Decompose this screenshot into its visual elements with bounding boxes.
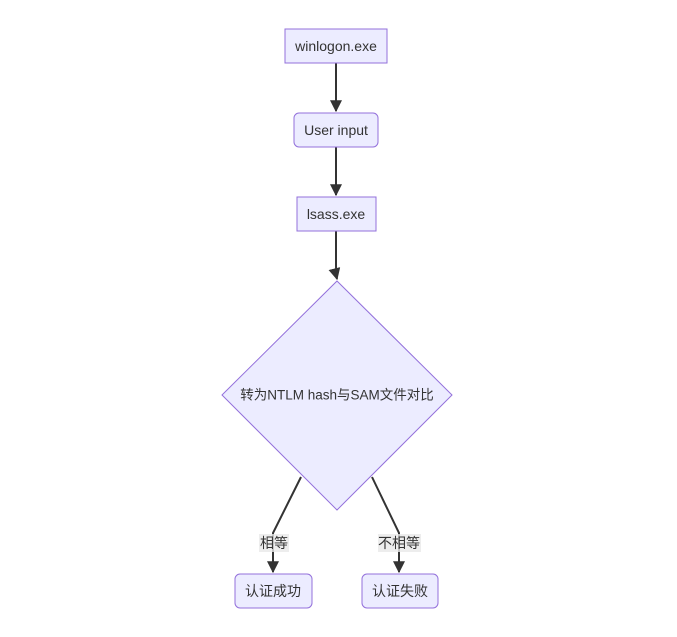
- edge-lsass-decision: [328, 231, 341, 281]
- node-success: 认证成功: [234, 573, 313, 609]
- node-label: lsass.exe: [307, 206, 366, 222]
- node-label: User input: [304, 122, 368, 138]
- node-winlogon: winlogon.exe: [284, 28, 388, 64]
- edge-label-not-equal: 不相等: [378, 534, 421, 552]
- node-label: 转为NTLM hash与SAM文件对比: [240, 388, 434, 403]
- edge-decision-success: [267, 476, 302, 574]
- node-user-input: User input: [293, 112, 379, 148]
- node-decision: 转为NTLM hash与SAM文件对比: [221, 280, 453, 511]
- edges: [267, 63, 405, 574]
- edge-label: 相等: [260, 535, 288, 551]
- node-label: 认证失败: [372, 583, 428, 599]
- node-label: 认证成功: [245, 583, 301, 599]
- node-label: winlogon.exe: [294, 38, 377, 54]
- edge-label: 不相等: [378, 535, 420, 551]
- edge-decision-failure: [371, 476, 405, 574]
- node-failure: 认证失败: [361, 573, 439, 609]
- node-lsass: lsass.exe: [296, 196, 377, 232]
- edge-label-equal: 相等: [259, 534, 289, 552]
